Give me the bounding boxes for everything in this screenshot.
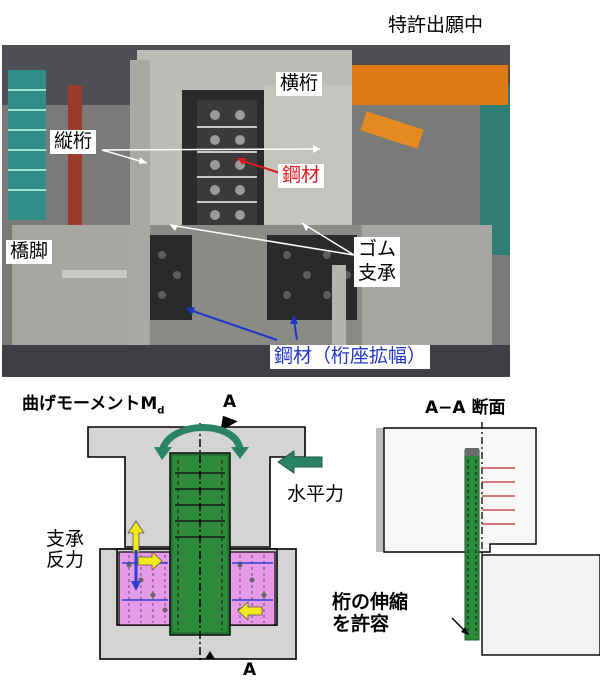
test-setup-photo: 横桁 縦桁 鋼材 橋脚 ゴム 支承 鋼材（桁座拡幅） xyxy=(2,45,510,377)
cross-beam-label: 横桁 xyxy=(276,72,323,96)
bearing-reaction-line1: 支承 xyxy=(46,528,85,550)
girder-expansion-line2: を許容 xyxy=(332,612,390,635)
steel-label-red: 鋼材 xyxy=(278,164,325,188)
section-aa-title: A−A 断面 xyxy=(425,398,506,418)
patent-pending-label: 特許出願中 xyxy=(388,14,484,36)
section-marker-top: A xyxy=(223,392,237,412)
bearing-reaction-label: 支承 反力 xyxy=(46,529,84,571)
horizontal-force-label: 水平力 xyxy=(287,483,345,505)
rubber-bearing-line1: ゴム xyxy=(358,238,397,260)
section-marker-bottom: A xyxy=(243,660,257,680)
section-aa-diagram xyxy=(376,422,600,656)
moment-subscript: d xyxy=(157,405,165,417)
rubber-bearing-label: ゴム 支承 xyxy=(354,237,401,287)
pier-label: 橋脚 xyxy=(6,240,53,264)
girder-expansion-label: 桁の伸縮 を許容 xyxy=(332,591,409,636)
bearing-reaction-line2: 反力 xyxy=(46,548,85,571)
rubber-bearing-line2: 支承 xyxy=(358,261,397,284)
girder-expansion-line1: 桁の伸縮 xyxy=(332,591,409,613)
steel-seat-widening-label: 鋼材（桁座拡幅） xyxy=(270,345,431,369)
photo-illustration xyxy=(2,45,510,377)
bearing-structure-diagram xyxy=(87,415,323,663)
bending-moment-text: 曲げモーメントM xyxy=(22,394,158,414)
bending-moment-title: 曲げモーメントMd xyxy=(22,389,164,416)
longitudinal-girder-label: 縦桁 xyxy=(50,130,97,154)
